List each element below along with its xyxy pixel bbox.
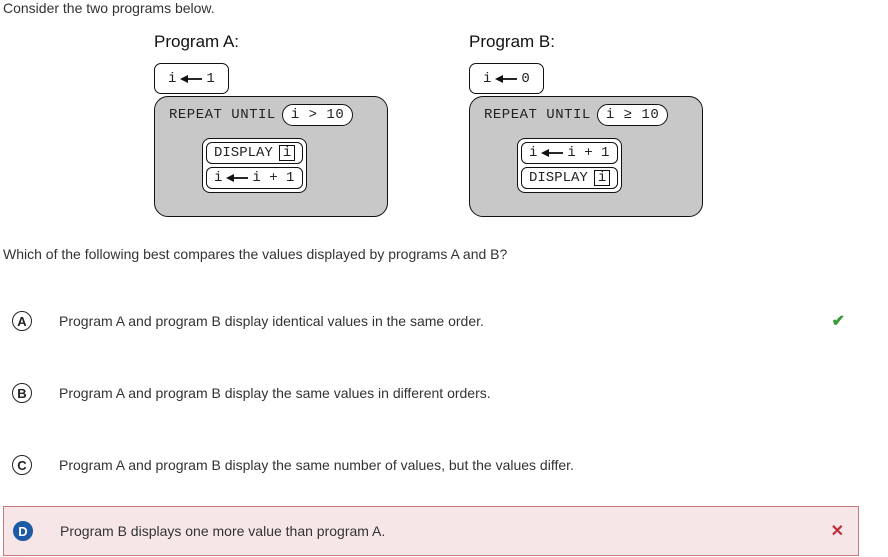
- checkmark-icon: ✔: [831, 313, 845, 330]
- program-b-title: Program B:: [469, 32, 555, 51]
- question-text: Which of the following best compares the…: [3, 246, 508, 262]
- cross-icon: ✕: [830, 523, 844, 540]
- display-keyword: DISPLAY: [529, 170, 588, 186]
- init-value: 1: [206, 70, 215, 87]
- assign-arrow-icon: [180, 74, 203, 83]
- assign-expression: i + 1: [567, 145, 610, 161]
- display-statement: DISPLAY i: [206, 142, 304, 164]
- program-b-init: i 0: [469, 63, 544, 94]
- option-letter: C: [12, 455, 32, 475]
- option-text: Program A and program B display identica…: [59, 313, 484, 329]
- loop-body: DISPLAY i i i + 1: [202, 138, 308, 193]
- loop-header: REPEAT UNTIL i ≥ 10: [484, 104, 669, 126]
- option-b[interactable]: B Program A and program B display the sa…: [3, 368, 859, 418]
- intro-text: Consider the two programs below.: [3, 0, 215, 16]
- assign-target: i: [529, 145, 538, 161]
- program-a-init: i 1: [154, 63, 229, 94]
- program-b-block: Program B: i 0 REPEAT UNTIL i ≥ 10 i i +…: [468, 30, 704, 220]
- display-var: i: [593, 170, 611, 186]
- assign-arrow-icon: [541, 149, 564, 157]
- option-letter: B: [12, 383, 32, 403]
- program-a-block: Program A: i 1 REPEAT UNTIL i > 10 DISPL…: [153, 30, 389, 220]
- assign-arrow-icon: [226, 174, 249, 182]
- option-text: Program A and program B display the same…: [59, 457, 574, 473]
- increment-statement: i i + 1: [206, 167, 304, 189]
- option-d[interactable]: D Program B displays one more value than…: [3, 506, 859, 556]
- option-text: Program A and program B display the same…: [59, 385, 491, 401]
- program-a-loop: REPEAT UNTIL i > 10 DISPLAY i i i + 1: [154, 96, 388, 217]
- increment-statement: i i + 1: [521, 142, 619, 164]
- assign-target: i: [214, 170, 223, 186]
- option-letter: D: [13, 521, 33, 541]
- display-var: i: [278, 145, 296, 161]
- display-keyword: DISPLAY: [214, 145, 273, 161]
- option-c[interactable]: C Program A and program B display the sa…: [3, 440, 859, 490]
- assign-expression: i + 1: [252, 170, 295, 186]
- loop-header: REPEAT UNTIL i > 10: [169, 104, 354, 126]
- option-text: Program B displays one more value than p…: [60, 523, 386, 539]
- loop-condition: i ≥ 10: [596, 104, 669, 126]
- init-value: 0: [521, 70, 530, 87]
- loop-body: i i + 1 DISPLAY i: [517, 138, 623, 193]
- init-var: i: [168, 70, 177, 87]
- program-b-loop: REPEAT UNTIL i ≥ 10 i i + 1 DISPLAY i: [469, 96, 703, 217]
- option-a[interactable]: A Program A and program B display identi…: [3, 296, 859, 346]
- option-letter: A: [12, 311, 32, 331]
- repeat-keyword: REPEAT UNTIL: [169, 107, 276, 123]
- loop-condition: i > 10: [281, 104, 354, 126]
- display-statement: DISPLAY i: [521, 167, 619, 189]
- init-var: i: [483, 70, 492, 87]
- repeat-keyword: REPEAT UNTIL: [484, 107, 591, 123]
- program-a-title: Program A:: [154, 32, 240, 51]
- assign-arrow-icon: [495, 74, 518, 83]
